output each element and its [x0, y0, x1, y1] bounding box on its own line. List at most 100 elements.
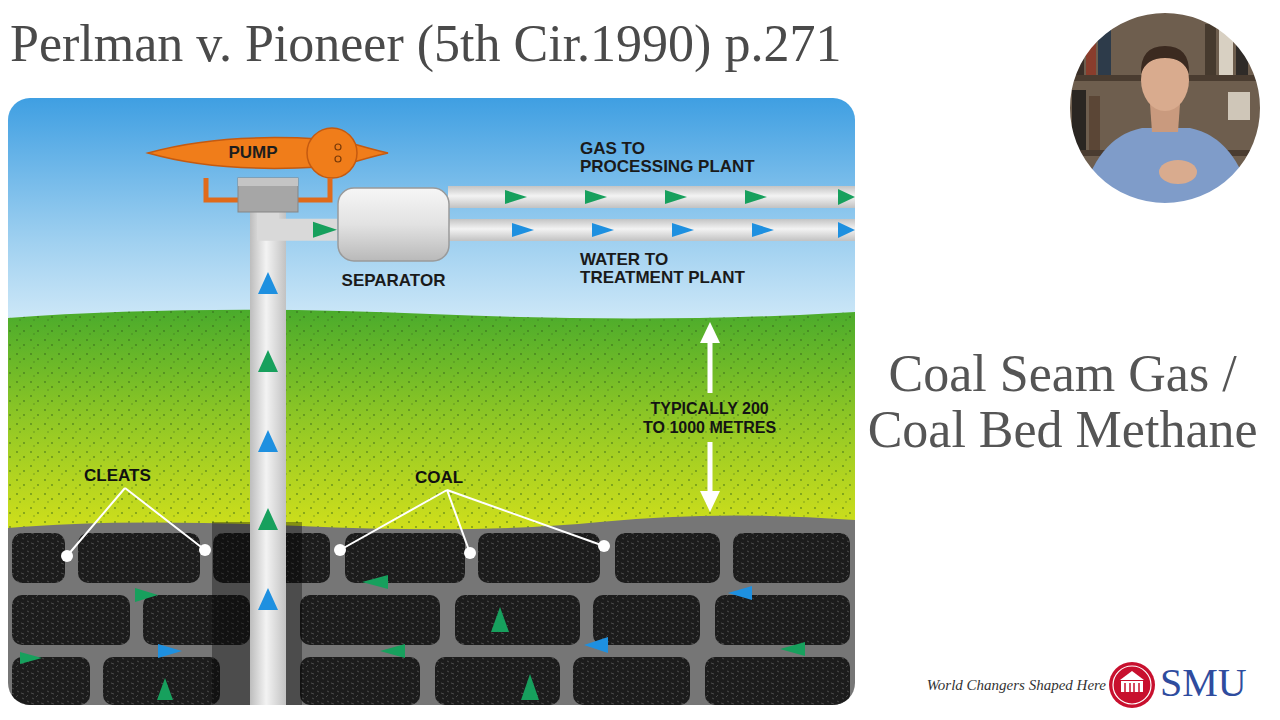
slide-title: Perlman v. Pioneer (5th Cir.1990) p.271 [10, 14, 910, 74]
webcam-inset [1066, 9, 1266, 215]
coal-block [345, 533, 465, 583]
hand [1159, 160, 1197, 184]
gas-arrow [505, 190, 527, 204]
gas-arrow [585, 190, 607, 204]
slide-subtitle: Coal Seam Gas / Coal Bed Methane [852, 346, 1273, 458]
arrow-head [700, 491, 720, 512]
water-arrows [512, 222, 855, 238]
well-pipe [250, 205, 286, 705]
gas-arrow [157, 678, 173, 700]
coal-block [573, 657, 690, 705]
arrow-head [700, 322, 720, 343]
gas-arrow [491, 607, 509, 632]
gas-arrow [258, 350, 278, 372]
coal-block [478, 533, 600, 583]
water-arrow [512, 223, 534, 237]
pump-bolt [335, 156, 341, 162]
water-arrow [258, 588, 278, 610]
coal-block [300, 595, 440, 645]
pump-motor [307, 128, 357, 178]
webcam-video [1066, 9, 1266, 215]
coal-block [615, 533, 720, 583]
coal-block [435, 657, 560, 705]
gas-arrow [745, 190, 767, 204]
water-arrow [258, 272, 278, 294]
pipe-label: WATER TO TREATMENT PLANT [580, 251, 759, 287]
coal-seam [8, 515, 855, 705]
tank-outline [337, 187, 450, 262]
ground [8, 310, 855, 545]
flow-arrows [258, 272, 278, 610]
gas-arrow [838, 189, 855, 205]
water-arrow [838, 222, 855, 238]
pump-unit: PUMP [148, 126, 388, 180]
pump-label: PUMP [168, 142, 338, 164]
seal-circle [1109, 662, 1155, 708]
water-arrow [584, 637, 608, 653]
seal-roof [1120, 671, 1144, 680]
water-arrow [592, 223, 614, 237]
coal-block [12, 595, 130, 645]
water-arrow [672, 223, 694, 237]
bookshelf [1066, 9, 1266, 209]
leader-dot [598, 540, 610, 552]
gas-pipe [448, 186, 855, 208]
hair [1141, 46, 1189, 74]
water-arrow [158, 644, 182, 658]
gas-arrows [505, 189, 855, 205]
coal-block [300, 657, 420, 705]
separator-tank: SEPARATOR [337, 187, 450, 262]
coal-block [12, 533, 65, 583]
pipe-label: GAS TO PROCESSING PLANT [580, 140, 759, 176]
gas-arrow [362, 575, 388, 589]
coal-block [593, 595, 700, 645]
dimension-label: TYPICALLY 200 TO 1000 METRES [640, 399, 779, 437]
coal-block [103, 657, 220, 705]
gas-arrow [258, 508, 278, 530]
water-pipe [448, 219, 855, 241]
picture-frame [1228, 92, 1250, 120]
coal-block [705, 657, 850, 705]
coal-blocks [12, 533, 850, 705]
leader-lines [67, 488, 604, 556]
gas-arrow [20, 652, 42, 664]
leader-dots [61, 540, 610, 562]
gas-arrow [665, 190, 687, 204]
seal-building [1121, 681, 1143, 692]
gas-arrow [780, 642, 805, 656]
part-label: CLEATS [84, 466, 204, 486]
water-arrow [728, 586, 752, 600]
seam-flow-arrows [20, 575, 805, 700]
wellhead [238, 178, 298, 212]
leader-line [340, 490, 604, 553]
wellhead-top [238, 178, 298, 186]
coal-block [78, 533, 200, 583]
shirt [1078, 128, 1255, 215]
ground-texture [8, 310, 855, 545]
coal-block [12, 657, 90, 705]
tagline: World Changers Shaped Here [880, 676, 1106, 694]
water-arrow [752, 223, 774, 237]
leader-line [67, 488, 205, 556]
gas-arrow [380, 644, 405, 658]
gas-arrow [521, 674, 539, 700]
water-arrow [258, 430, 278, 452]
coal-block [715, 595, 850, 645]
leader-dot [464, 547, 476, 559]
separator-label: SEPARATOR [297, 271, 490, 291]
coal-block [733, 533, 850, 583]
book [1089, 96, 1100, 150]
book [1205, 24, 1216, 75]
seal-ring [1113, 666, 1151, 704]
gas-arrow [135, 588, 158, 602]
tank-body [338, 188, 449, 261]
webcam-border [1068, 11, 1262, 205]
logo-text: SMU [1160, 660, 1270, 706]
leader-dot [61, 550, 73, 562]
smu-seal [1109, 662, 1155, 708]
leader-dot [334, 544, 346, 556]
leader-dot [199, 544, 211, 556]
illustration [8, 98, 855, 705]
